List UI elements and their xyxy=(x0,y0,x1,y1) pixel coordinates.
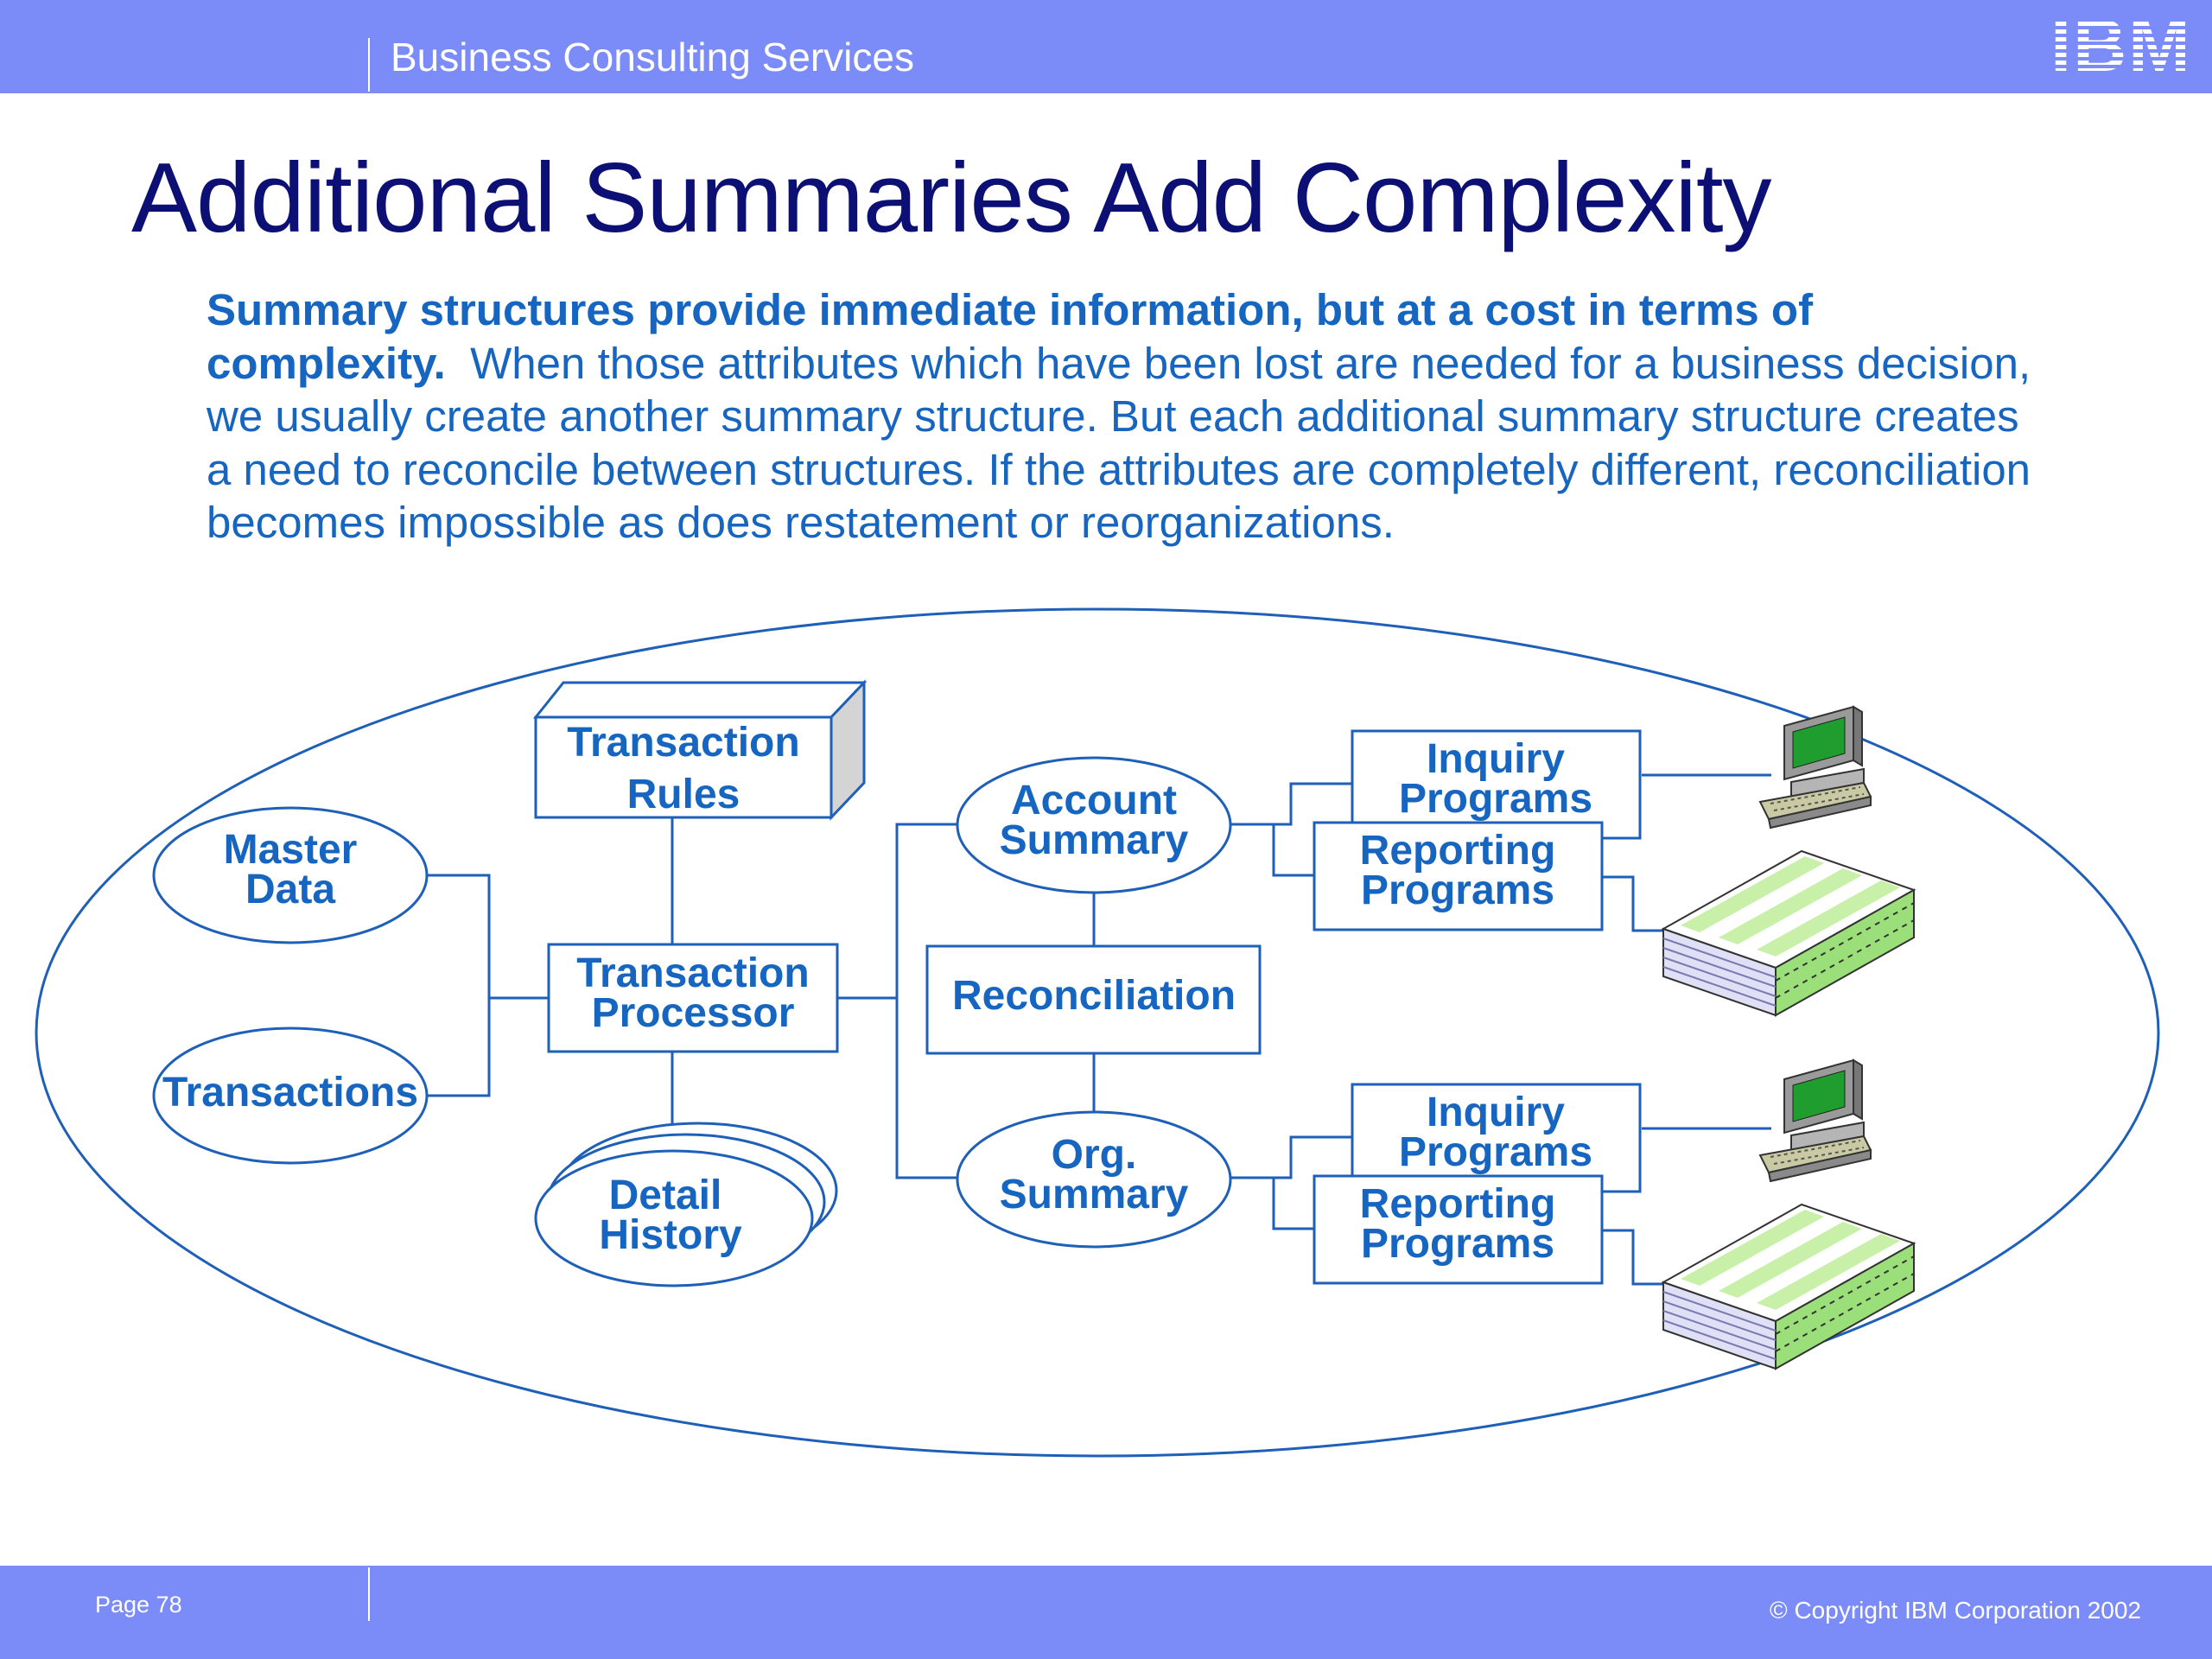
inquiry-programs-node-lower: Inquiry Programs xyxy=(1351,1083,1642,1193)
detail-history-line2: History xyxy=(599,1212,742,1258)
inquiry-programs-upper-line2: Programs xyxy=(1399,776,1592,822)
reconciliation-node: Reconciliation xyxy=(925,944,1262,1055)
enclosing-ellipse xyxy=(35,607,2160,1458)
header-section-title: Business Consulting Services xyxy=(391,35,914,79)
computer-terminal-icon xyxy=(1758,705,1872,830)
connector-lines xyxy=(427,773,1771,1286)
body-rest: When those attributes which have been lo… xyxy=(207,338,2031,548)
inquiry-programs-lower-line1: Inquiry xyxy=(1427,1090,1565,1135)
body-paragraph: Summary structures provide immediate inf… xyxy=(207,283,2056,550)
page-title: Additional Summaries Add Complexity xyxy=(131,143,1772,253)
account-summary-node: Account Summary xyxy=(956,756,1232,894)
transaction-processor-node: Transaction Processor xyxy=(547,943,839,1053)
account-summary-line1: Account xyxy=(1011,778,1177,823)
reporting-programs-upper-line1: Reporting xyxy=(1360,828,1556,874)
body-bold-lead: Summary structures provide immediate inf… xyxy=(207,285,1814,388)
reporting-programs-lower-line2: Programs xyxy=(1361,1221,1554,1267)
org-summary-line1: Org. xyxy=(1052,1132,1137,1178)
reporting-programs-node-upper: Reporting Programs xyxy=(1313,821,1604,931)
ibm-logo: IBM xyxy=(2050,14,2190,73)
transaction-rules-line2: Rules xyxy=(627,772,741,817)
transactions-node: Transactions xyxy=(152,1027,429,1165)
org-summary-line2: Summary xyxy=(1000,1172,1189,1217)
transaction-rules-node: Transaction Rules xyxy=(532,679,868,821)
account-summary-line2: Summary xyxy=(1000,817,1189,863)
transactions-label: Transactions xyxy=(162,1070,418,1116)
reporting-programs-node-lower: Reporting Programs xyxy=(1313,1174,1604,1285)
report-stack-icon xyxy=(1661,849,1916,1017)
computer-terminal-icon xyxy=(1758,1058,1872,1183)
transaction-processor-line2: Processor xyxy=(592,990,795,1036)
master-data-line2: Data xyxy=(245,867,335,912)
master-data-node: Master Data xyxy=(152,806,429,944)
reconciliation-label: Reconciliation xyxy=(952,973,1236,1019)
master-data-line1: Master xyxy=(224,827,358,873)
header-divider xyxy=(368,38,370,92)
transaction-rules-line1: Transaction xyxy=(567,720,799,766)
copyright-notice: © Copyright IBM Corporation 2002 xyxy=(1770,1597,2141,1624)
report-stack-icon xyxy=(1661,1203,1916,1370)
org-summary-node: Org. Summary xyxy=(956,1110,1232,1249)
page-number: Page 78 xyxy=(95,1592,182,1618)
inquiry-programs-lower-line2: Programs xyxy=(1399,1129,1592,1175)
transaction-processor-line1: Transaction xyxy=(576,950,809,996)
inquiry-programs-node-upper: Inquiry Programs xyxy=(1351,729,1642,840)
reporting-programs-upper-line2: Programs xyxy=(1361,868,1554,913)
detail-history-node: Detail History xyxy=(534,1122,838,1287)
reporting-programs-lower-line1: Reporting xyxy=(1360,1181,1556,1227)
footer-divider xyxy=(368,1567,370,1621)
detail-history-line1: Detail xyxy=(609,1173,722,1218)
inquiry-programs-upper-line1: Inquiry xyxy=(1427,736,1565,782)
